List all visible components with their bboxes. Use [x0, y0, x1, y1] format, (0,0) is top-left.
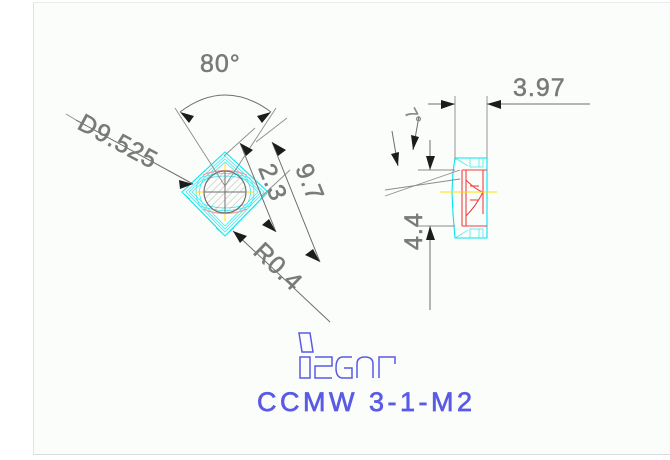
dimension-label-angle-80: 80°	[200, 50, 241, 78]
dimension-label-length-23: 2.3	[252, 160, 292, 206]
dimension-label-length-97: 9.7	[289, 160, 329, 206]
iscar-wordmark	[299, 356, 396, 379]
iscar-logo	[298, 332, 396, 379]
dimension-label-diameter-9525: D9.525	[73, 109, 162, 175]
dimension-label-length-397: 3.97	[513, 74, 566, 102]
side-bore-section	[461, 169, 487, 227]
center-bore	[203, 170, 247, 214]
dimension-length-44: 4.4	[400, 140, 455, 310]
dimension-angle-7: 7°	[384, 105, 461, 197]
dimension-radius-04: R0.4	[232, 230, 331, 323]
drawing-canvas-panel	[33, 2, 670, 455]
title-block-group: CCMW 3-1-M2	[257, 332, 476, 417]
dimension-label-radius-04: R0.4	[248, 237, 308, 297]
dimension-label-length-44: 4.4	[400, 212, 428, 250]
dimension-angle-80: 80°	[174, 50, 277, 187]
dimension-diameter-9525: D9.525	[65, 108, 194, 189]
plan-view-group: 80° D9.525 2.3	[65, 50, 331, 323]
insert-corner-radii	[181, 151, 269, 237]
side-view-group: 3.97 7° 4.4	[384, 74, 590, 310]
part-designation-label: CCMW 3-1-M2	[257, 387, 476, 417]
dimension-length-397: 3.97	[428, 74, 590, 160]
dimension-label-angle-7: 7°	[400, 105, 424, 128]
